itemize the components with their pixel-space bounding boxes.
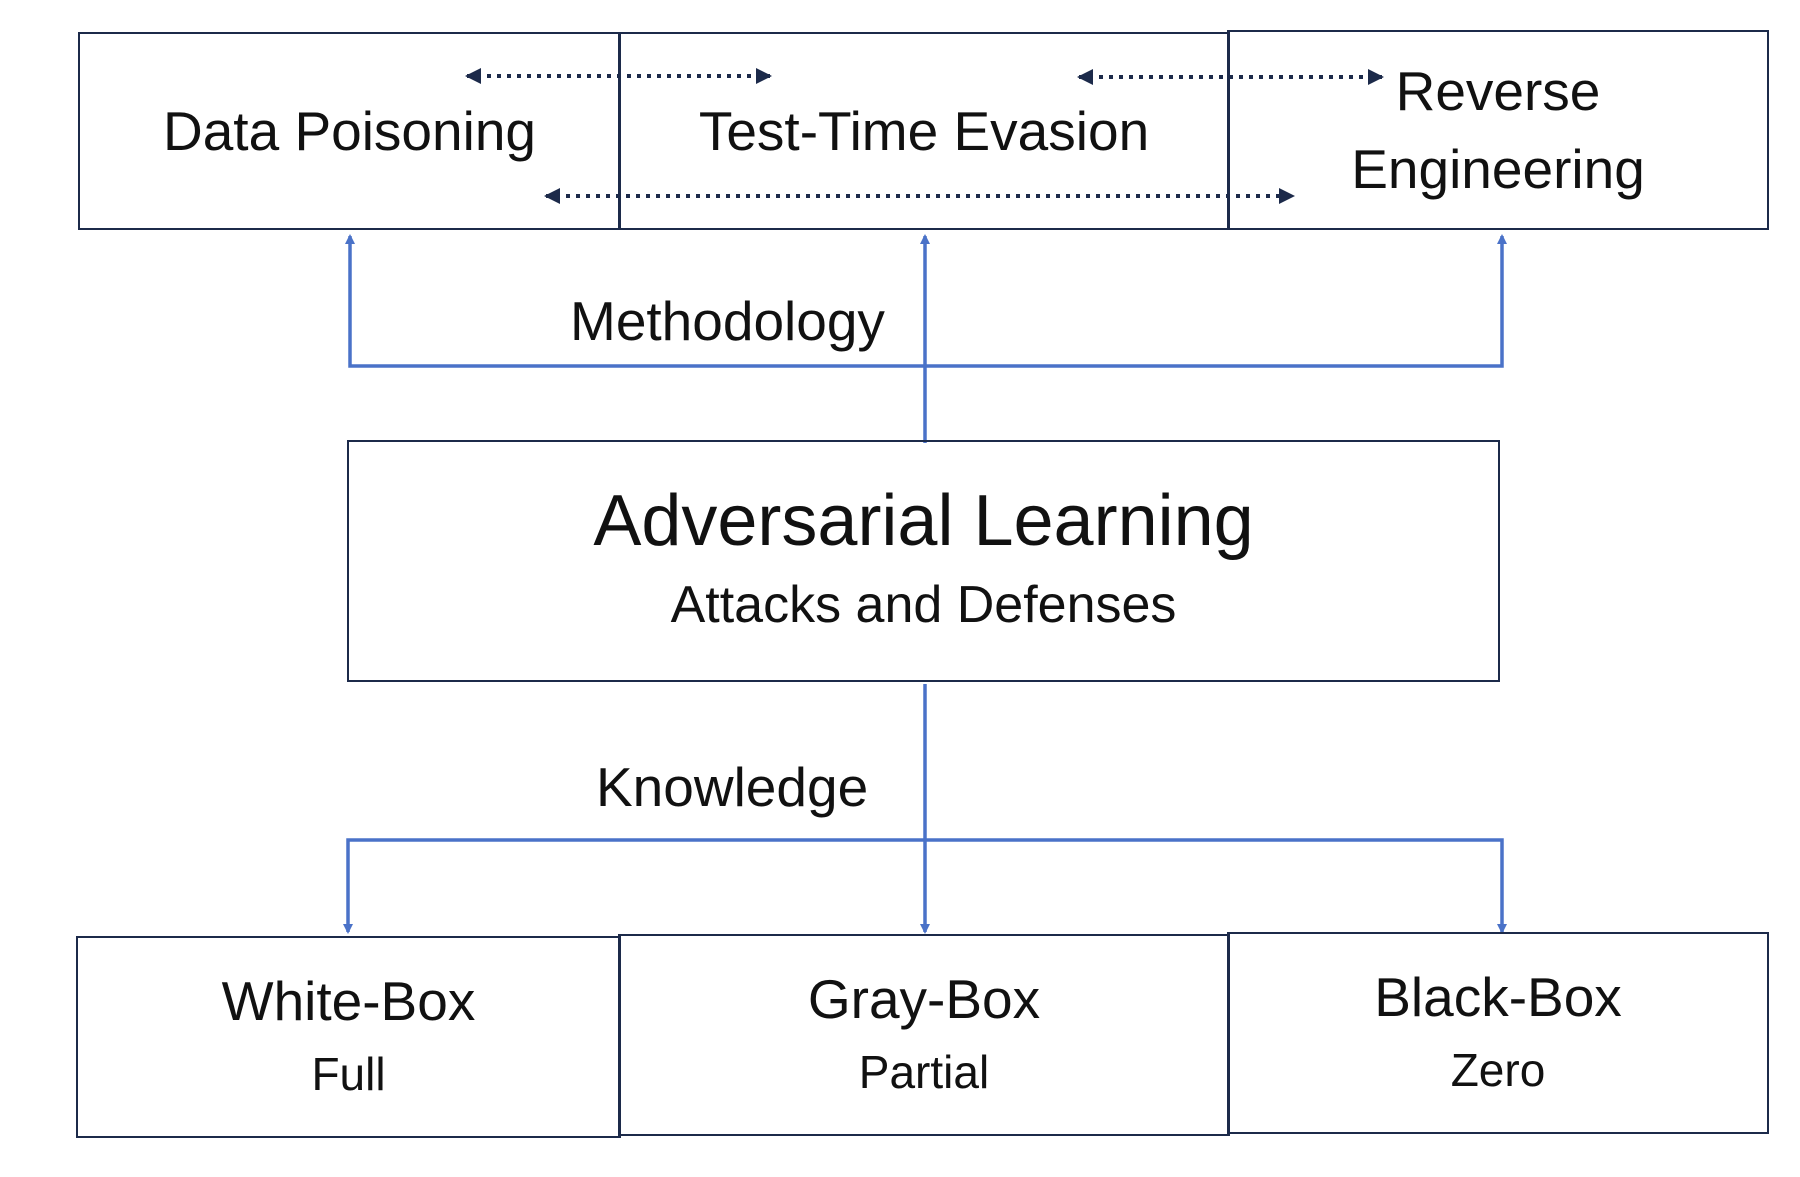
knowledge-connector	[343, 684, 1507, 934]
adversarial-learning-box: Adversarial Learning Attacks and Defense…	[347, 440, 1500, 682]
center-title: Adversarial Learning	[593, 481, 1254, 562]
methodology-connector	[345, 234, 1507, 443]
white-box-box: White-Box Full	[76, 936, 621, 1138]
gray-box-title: Gray-Box	[807, 967, 1041, 1030]
test-time-evasion-label: Test-Time Evasion	[698, 99, 1150, 162]
black-box-box: Black-Box Zero	[1227, 932, 1769, 1134]
reverse-engineering-label-line1: Reverse	[1395, 59, 1601, 122]
knowledge-label: Knowledge	[596, 756, 869, 818]
data-poisoning-box: Data Poisoning	[78, 32, 621, 230]
reverse-engineering-label-line2: Engineering	[1351, 138, 1645, 200]
gray-box-subtitle: Partial	[858, 1045, 990, 1098]
methodology-label: Methodology	[570, 290, 885, 352]
black-box-subtitle: Zero	[1450, 1043, 1546, 1096]
black-box-title: Black-Box	[1374, 965, 1622, 1028]
white-box-subtitle: Full	[311, 1047, 386, 1100]
knowledge-branch-left	[343, 838, 925, 934]
methodology-branch-left	[345, 234, 925, 368]
reverse-engineering-box: Reverse Engineering	[1227, 30, 1769, 230]
methodology-branch-right	[925, 234, 1507, 368]
center-subtitle: Attacks and Defenses	[670, 576, 1177, 634]
white-box-title: White-Box	[221, 969, 476, 1032]
test-time-evasion-box: Test-Time Evasion	[618, 32, 1230, 230]
knowledge-branch-right	[925, 838, 1507, 934]
data-poisoning-label: Data Poisoning	[162, 99, 537, 162]
gray-box-box: Gray-Box Partial	[618, 934, 1230, 1136]
